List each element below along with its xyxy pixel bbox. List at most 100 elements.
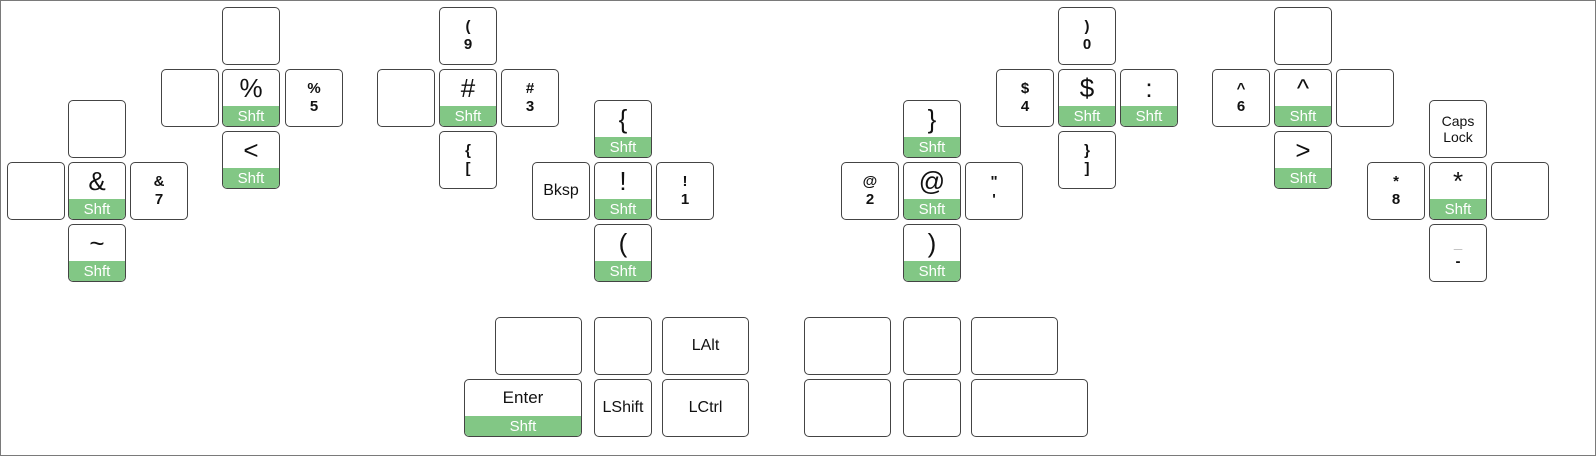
key-colon-shifted: : Shft: [1120, 69, 1178, 127]
shift-label: Shft: [1059, 106, 1115, 126]
shift-label: Shft: [223, 106, 279, 126]
key-backspace: Bksp: [532, 162, 590, 220]
key-label: LCtrl: [688, 399, 723, 416]
key-label: }: [927, 103, 937, 134]
key-label: !: [619, 165, 627, 196]
key-blank: [1274, 7, 1332, 65]
key-label: >: [1295, 134, 1311, 165]
key-label: ^: [1296, 72, 1310, 103]
key-number: -: [1455, 253, 1461, 270]
key-caret-shifted: ^ Shft: [1274, 69, 1332, 127]
shift-label: Shft: [223, 168, 279, 188]
shift-label: Shft: [69, 261, 125, 281]
key-blank: [971, 317, 1058, 375]
key-label: *: [1452, 165, 1464, 196]
key-number: 0: [1082, 36, 1092, 53]
key-blank: [804, 317, 891, 375]
key-symbol: @: [862, 173, 878, 190]
key-label: ~: [89, 227, 105, 258]
key-label-line: Caps: [1441, 113, 1475, 129]
key-hash-3: #3: [501, 69, 559, 127]
key-number: 9: [463, 36, 473, 53]
key-symbol: ^: [1236, 80, 1246, 97]
key-number: 4: [1020, 98, 1030, 115]
key-symbol: _: [1453, 235, 1463, 252]
key-quote-apostrophe: "': [965, 162, 1023, 220]
key-blank: [495, 317, 582, 375]
key-blank: [903, 317, 961, 375]
key-blank: [222, 7, 280, 65]
key-left-brace-shifted: { Shft: [594, 100, 652, 158]
key-blank: [68, 100, 126, 158]
key-paren-0: )0: [1058, 7, 1116, 65]
shift-label: Shft: [595, 199, 651, 219]
key-number: ]: [1084, 160, 1090, 177]
key-label: &: [88, 165, 106, 196]
key-symbol: (: [465, 18, 471, 35]
key-enter-shifted: Enter Shft: [464, 379, 582, 437]
key-paren-9: (9: [439, 7, 497, 65]
key-blank: [594, 317, 652, 375]
key-label: Enter: [502, 388, 544, 407]
key-number: [: [465, 160, 471, 177]
key-number: 5: [309, 98, 319, 115]
key-blank: [1491, 162, 1549, 220]
key-blank: [804, 379, 891, 437]
key-number: 8: [1391, 191, 1401, 208]
shift-label: Shft: [904, 137, 960, 157]
key-left-shift: LShift: [594, 379, 652, 437]
key-symbol: !: [682, 173, 688, 190]
shift-label: Shft: [440, 106, 496, 126]
key-brace-close-bracket: }]: [1058, 131, 1116, 189]
key-label: %: [239, 72, 263, 103]
key-percent-5: %5: [285, 69, 343, 127]
key-label: {: [618, 103, 628, 134]
key-number: 6: [1236, 98, 1246, 115]
key-dollar-4: $4: [996, 69, 1054, 127]
key-blank: [377, 69, 435, 127]
key-at-shifted: @ Shft: [903, 162, 961, 220]
key-label: <: [243, 134, 259, 165]
key-blank: [1336, 69, 1394, 127]
key-label: LAlt: [691, 337, 720, 354]
key-caret-6: ^6: [1212, 69, 1270, 127]
shift-label: Shft: [465, 416, 581, 436]
key-right-paren-shifted: ) Shft: [903, 224, 961, 282]
key-number: 7: [154, 191, 164, 208]
key-number: ': [992, 191, 996, 208]
key-blank: [161, 69, 219, 127]
key-left-alt: LAlt: [662, 317, 749, 375]
key-number: 2: [865, 191, 875, 208]
key-label: LShift: [602, 399, 644, 416]
key-greater-than-shifted: > Shft: [1274, 131, 1332, 189]
key-at-2: @2: [841, 162, 899, 220]
shift-label: Shft: [595, 261, 651, 281]
key-underscore-minus: _-: [1429, 224, 1487, 282]
shift-label: Shft: [904, 199, 960, 219]
key-asterisk-shifted: * Shft: [1429, 162, 1487, 220]
key-ampersand-shifted: & Shft: [68, 162, 126, 220]
key-left-paren-shifted: ( Shft: [594, 224, 652, 282]
key-ampersand-7: &7: [130, 162, 188, 220]
key-label: @: [918, 165, 946, 196]
key-symbol: &: [153, 173, 165, 190]
key-label: ): [927, 227, 937, 258]
key-symbol: }: [1084, 142, 1090, 159]
key-dollar-shifted: $ Shft: [1058, 69, 1116, 127]
key-right-brace-shifted: } Shft: [903, 100, 961, 158]
key-blank: [971, 379, 1088, 437]
key-asterisk-8: *8: [1367, 162, 1425, 220]
key-number: 1: [680, 191, 690, 208]
key-blank: [903, 379, 961, 437]
key-less-than-shifted: < Shft: [222, 131, 280, 189]
shift-label: Shft: [1121, 106, 1177, 126]
key-symbol: %: [307, 80, 321, 97]
shift-label: Shft: [1430, 199, 1486, 219]
key-symbol: #: [525, 80, 535, 97]
shift-label: Shft: [1275, 106, 1331, 126]
key-brace-bracket: {[: [439, 131, 497, 189]
key-exclamation-1: !1: [656, 162, 714, 220]
key-symbol: $: [1020, 80, 1030, 97]
